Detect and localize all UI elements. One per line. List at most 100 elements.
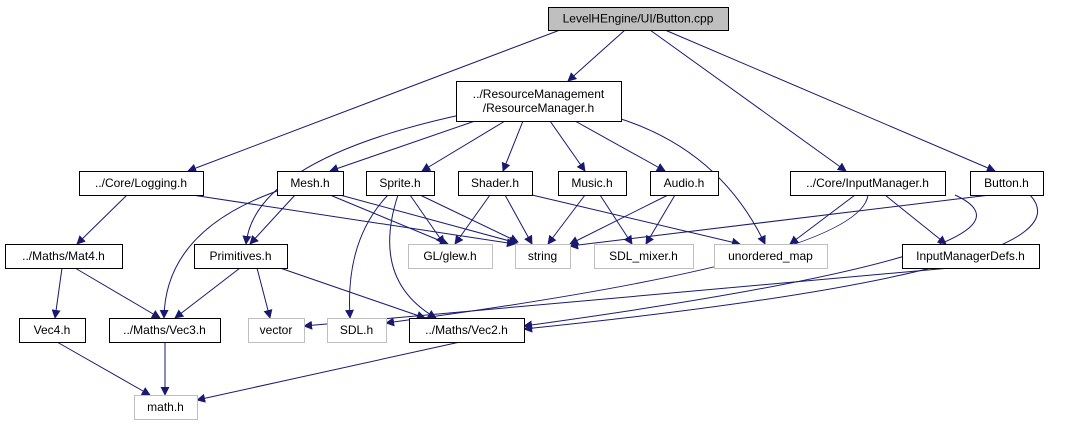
node-string: string: [515, 244, 571, 269]
node-label: GL/glew.h: [423, 249, 476, 263]
node-input-manager-defs[interactable]: InputManagerDefs.h: [902, 244, 1040, 269]
node-logging[interactable]: ../Core/Logging.h: [79, 171, 204, 196]
node-label: Shader.h: [471, 176, 519, 190]
node-label: ../Core/Logging.h: [95, 176, 187, 190]
node-label: Button.h: [984, 176, 1029, 190]
edge-resource_manager-to-shader: [501, 120, 524, 172]
node-box: [248, 318, 305, 343]
node-label: Music.h: [571, 176, 612, 190]
edge-input_manager-to-input_manager_defs: [884, 194, 947, 245]
node-box: [5, 244, 123, 269]
node-button-cpp[interactable]: LevelHEngine/UI/Button.cpp: [548, 7, 729, 31]
node-box: [902, 244, 1040, 269]
node-box: [109, 318, 221, 343]
node-sprite[interactable]: Sprite.h: [366, 171, 435, 196]
node-box: [19, 318, 86, 343]
node-label: vector: [260, 323, 293, 337]
edge-shader-to-unordered_map: [531, 194, 741, 247]
node-vec4[interactable]: Vec4.h: [19, 318, 86, 343]
node-vec3[interactable]: ../Maths/Vec3.h: [109, 318, 221, 343]
node-box: [970, 171, 1044, 196]
node-label: SDL_mixer.h: [609, 249, 678, 263]
edge-resource_manager-to-primitives: [242, 114, 461, 245]
node-resource-manager[interactable]: ../ResourceManagement/ResourceManager.h: [456, 81, 622, 122]
node-label: unordered_map: [728, 249, 813, 263]
edge-resource_manager-to-audio: [574, 120, 666, 172]
edge-shader-to-glew: [454, 194, 491, 245]
node-label: InputManagerDefs.h: [916, 249, 1025, 263]
node-sdl-mixer: SDL_mixer.h: [594, 244, 694, 269]
node-box: [277, 171, 344, 196]
edge-music-to-string: [547, 194, 586, 245]
edge-resource_manager-to-unordered_map: [617, 117, 766, 245]
node-mesh[interactable]: Mesh.h: [277, 171, 344, 196]
node-box: [194, 244, 288, 269]
node-label: Vec4.h: [34, 323, 71, 337]
edge-sprite-to-vec2: [389, 194, 437, 319]
node-box: [558, 171, 627, 196]
edge-logging-to-mat4: [76, 194, 128, 245]
node-primitives[interactable]: Primitives.h: [194, 244, 288, 269]
node-button-h[interactable]: Button.h: [970, 171, 1044, 196]
node-sdl: SDL.h: [327, 318, 387, 343]
node-box: [650, 171, 719, 196]
edge-sprite-to-sdl: [344, 194, 389, 319]
edge-mat4-to-vec3: [74, 267, 161, 319]
node-glew: GL/glew.h: [408, 244, 493, 269]
node-label: ../Core/InputManager.h: [806, 176, 929, 190]
edge-sprite-to-string: [419, 194, 519, 243]
edge-button_h-to-string: [569, 194, 991, 250]
node-label: SDL.h: [340, 323, 373, 337]
node-box: [790, 171, 946, 196]
node-box: [79, 171, 204, 196]
node-box: [594, 244, 694, 269]
node-vector: vector: [248, 318, 305, 343]
node-unordered-map: unordered_map: [714, 244, 828, 269]
node-label: Mesh.h: [290, 176, 329, 190]
node-box: [714, 244, 828, 269]
edge-vec4-to-math: [56, 341, 151, 396]
node-label: Primitives.h: [209, 249, 271, 263]
node-box: [548, 7, 729, 31]
edge-button_cpp-to-logging: [187, 29, 561, 173]
edge-resource_manager-to-sprite: [421, 120, 506, 172]
edge-music-to-sdl_mixer: [599, 194, 633, 245]
edge-input_manager_defs-to-vector: [303, 267, 951, 330]
edge-button_cpp-to-button_h: [664, 29, 996, 172]
node-input-manager[interactable]: ../Core/InputManager.h: [790, 171, 946, 196]
edge-primitives-to-vector: [256, 267, 273, 319]
node-label: Audio.h: [664, 176, 705, 190]
edge-mat4-to-vec4: [51, 267, 63, 319]
node-box: [327, 318, 387, 343]
edge-mesh-to-string: [339, 194, 518, 246]
node-music[interactable]: Music.h: [558, 171, 627, 196]
edge-logging-to-string: [191, 194, 516, 248]
node-label: ../Maths/Mat4.h: [22, 249, 105, 263]
edge-resource_manager-to-music: [549, 120, 586, 172]
edge-audio-to-string: [569, 194, 669, 245]
node-box: [134, 395, 198, 420]
node-audio[interactable]: Audio.h: [650, 171, 719, 196]
node-shader[interactable]: Shader.h: [458, 171, 533, 196]
edge-input_manager-to-unordered_map: [789, 194, 856, 245]
node-vec2[interactable]: ../Maths/Vec2.h: [409, 318, 525, 343]
edge-button_cpp-to-input_manager: [649, 29, 847, 172]
node-math: math.h: [134, 395, 198, 420]
edge-shader-to-string: [504, 194, 533, 245]
node-box: [458, 171, 533, 196]
edge-button_cpp-to-resource_manager: [567, 29, 626, 82]
node-label: math.h: [147, 400, 184, 414]
node-box: [515, 244, 571, 269]
edge-vec2-to-math: [196, 341, 461, 403]
node-mat4[interactable]: ../Maths/Mat4.h: [5, 244, 123, 269]
edge-mesh-to-vec3: [159, 189, 281, 319]
node-label: LevelHEngine/UI/Button.cpp: [563, 12, 714, 26]
node-box: [456, 81, 622, 122]
node-box: [409, 318, 525, 343]
edge-resource_manager-to-mesh: [329, 120, 476, 173]
node-label: ../ResourceManagement: [473, 87, 605, 101]
node-label: Sprite.h: [379, 176, 420, 190]
node-label: /ResourceManager.h: [483, 101, 594, 115]
node-label: ../Maths/Vec2.h: [425, 323, 508, 337]
